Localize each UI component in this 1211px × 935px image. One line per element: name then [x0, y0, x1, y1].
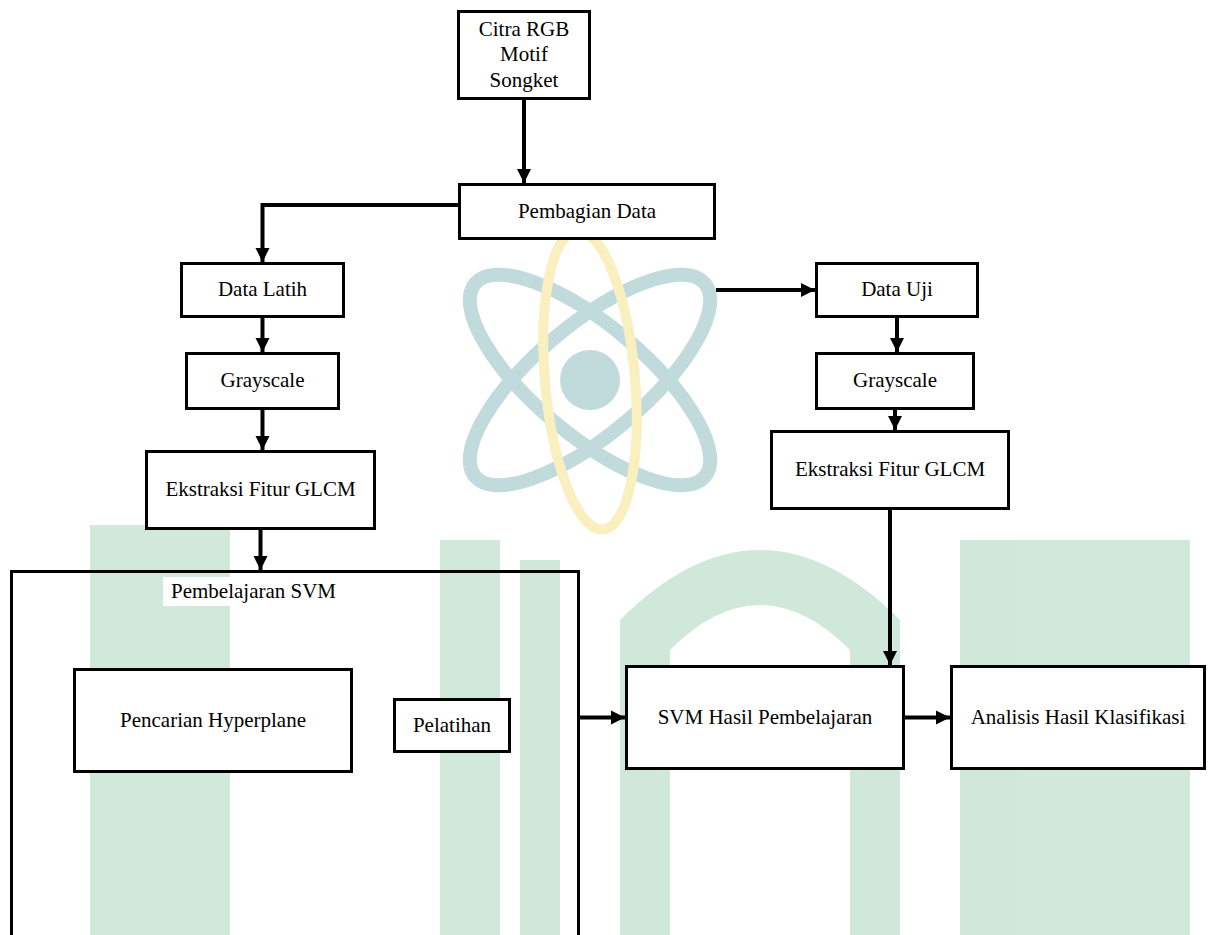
arrow-connector — [893, 410, 897, 430]
group-box: Pembelajaran SVM Pencarian Hyperplane Pela… — [10, 570, 580, 935]
box-label: Pelatihan — [407, 713, 497, 738]
arrow-connector — [259, 530, 263, 570]
arrow-connector — [716, 288, 815, 292]
process-box: Ekstraksi Fitur GLCM — [145, 450, 376, 530]
group-heading: Pembelajaran SVM — [163, 577, 344, 606]
arrow-connector — [580, 716, 625, 720]
box-label: Analisis Hasil Klasifikasi — [965, 705, 1192, 730]
data-box: Data Latih — [180, 262, 345, 318]
box-label: Data Latih — [212, 277, 313, 302]
arrow-connector — [522, 100, 526, 183]
arrow-connector — [261, 318, 265, 352]
process-box: Grayscale — [185, 352, 340, 410]
box-label: Grayscale — [215, 368, 311, 393]
box-label: Ekstraksi Fitur GLCM — [159, 477, 361, 502]
process-box: Pelatihan — [393, 698, 511, 753]
box-label: Ekstraksi Fitur GLCM — [789, 457, 991, 482]
output-box: Analisis Hasil Klasifikasi — [950, 665, 1206, 770]
arrow-connector — [263, 205, 459, 262]
arrow-connector — [888, 510, 892, 665]
process-box: Grayscale — [815, 352, 975, 410]
arrow-connector — [905, 716, 950, 720]
arrow-connector — [261, 410, 265, 450]
process-box: Pencarian Hyperplane — [73, 668, 353, 773]
process-box: Ekstraksi Fitur GLCM — [770, 430, 1010, 510]
input-box: Citra RGB Motif Songket — [457, 10, 591, 100]
arrow-connector — [895, 318, 899, 352]
process-box: SVM Hasil Pembelajaran — [625, 665, 905, 770]
box-label: Citra RGB Motif Songket — [460, 17, 588, 93]
box-label: Data Uji — [855, 277, 939, 302]
watermark-logo — [440, 227, 741, 534]
box-label: Pembagian Data — [512, 199, 662, 224]
data-box: Data Uji — [815, 262, 979, 318]
box-label: SVM Hasil Pembelajaran — [652, 705, 879, 730]
process-box: Pembagian Data — [458, 183, 716, 240]
box-label: Grayscale — [847, 368, 943, 393]
box-label: Pencarian Hyperplane — [114, 708, 312, 733]
